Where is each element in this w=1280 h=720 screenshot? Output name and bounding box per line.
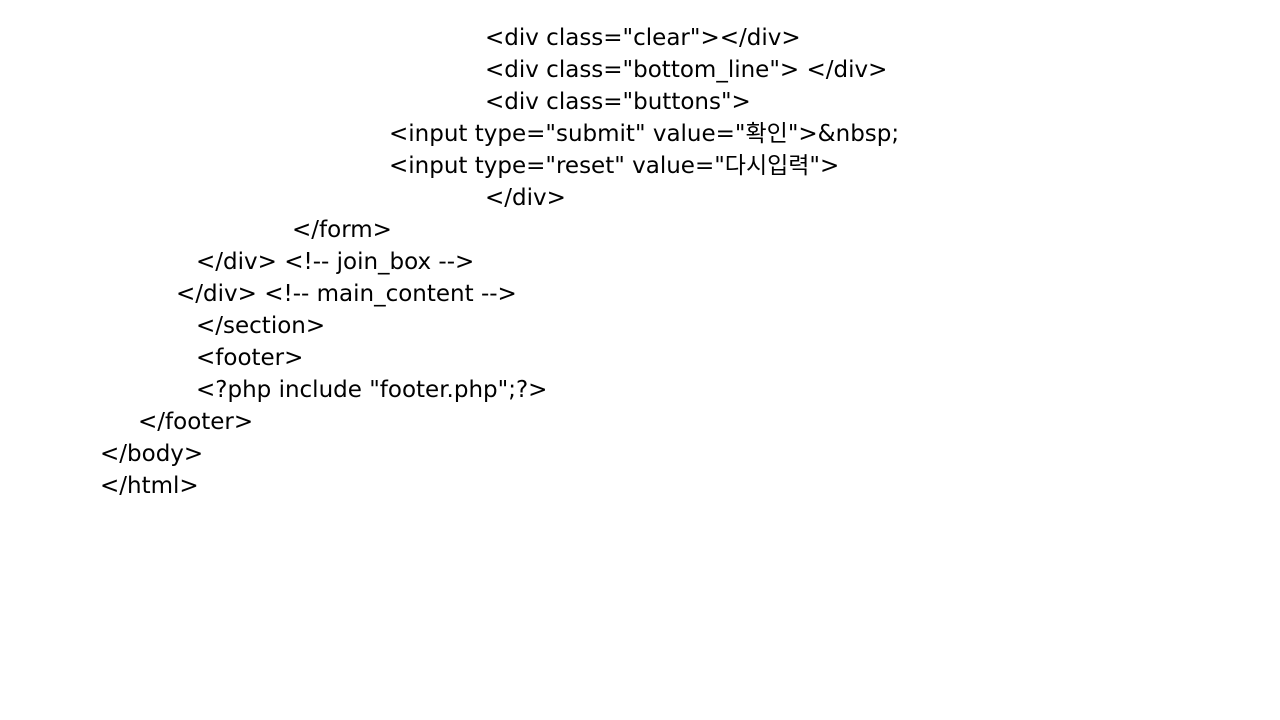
code-line-close-section: </section>: [196, 313, 326, 339]
code-line-close-html: </html>: [100, 473, 199, 499]
code-line-close-form: </form>: [292, 217, 392, 243]
code-line-div-clear: <div class="clear"></div>: [485, 25, 801, 51]
code-line-close-main-content: </div> <!-- main_content -->: [176, 281, 517, 307]
code-line-php-include: <?php include "footer.php";?>: [196, 377, 548, 403]
code-line-close-div-buttons: </div>: [485, 185, 566, 211]
code-line-input-submit: <input type="submit" value="확인">&nbsp;: [389, 121, 900, 147]
code-line-div-buttons: <div class="buttons">: [485, 89, 751, 115]
code-line-open-footer: <footer>: [196, 345, 304, 371]
code-line-close-body: </body>: [100, 441, 204, 467]
code-line-close-join-box: </div> <!-- join_box -->: [196, 249, 475, 275]
code-line-close-footer: </footer>: [138, 409, 254, 435]
code-line-input-reset: <input type="reset" value="다시입력">: [389, 153, 840, 179]
code-line-div-bottom-line: <div class="bottom_line"> </div>: [485, 57, 888, 83]
